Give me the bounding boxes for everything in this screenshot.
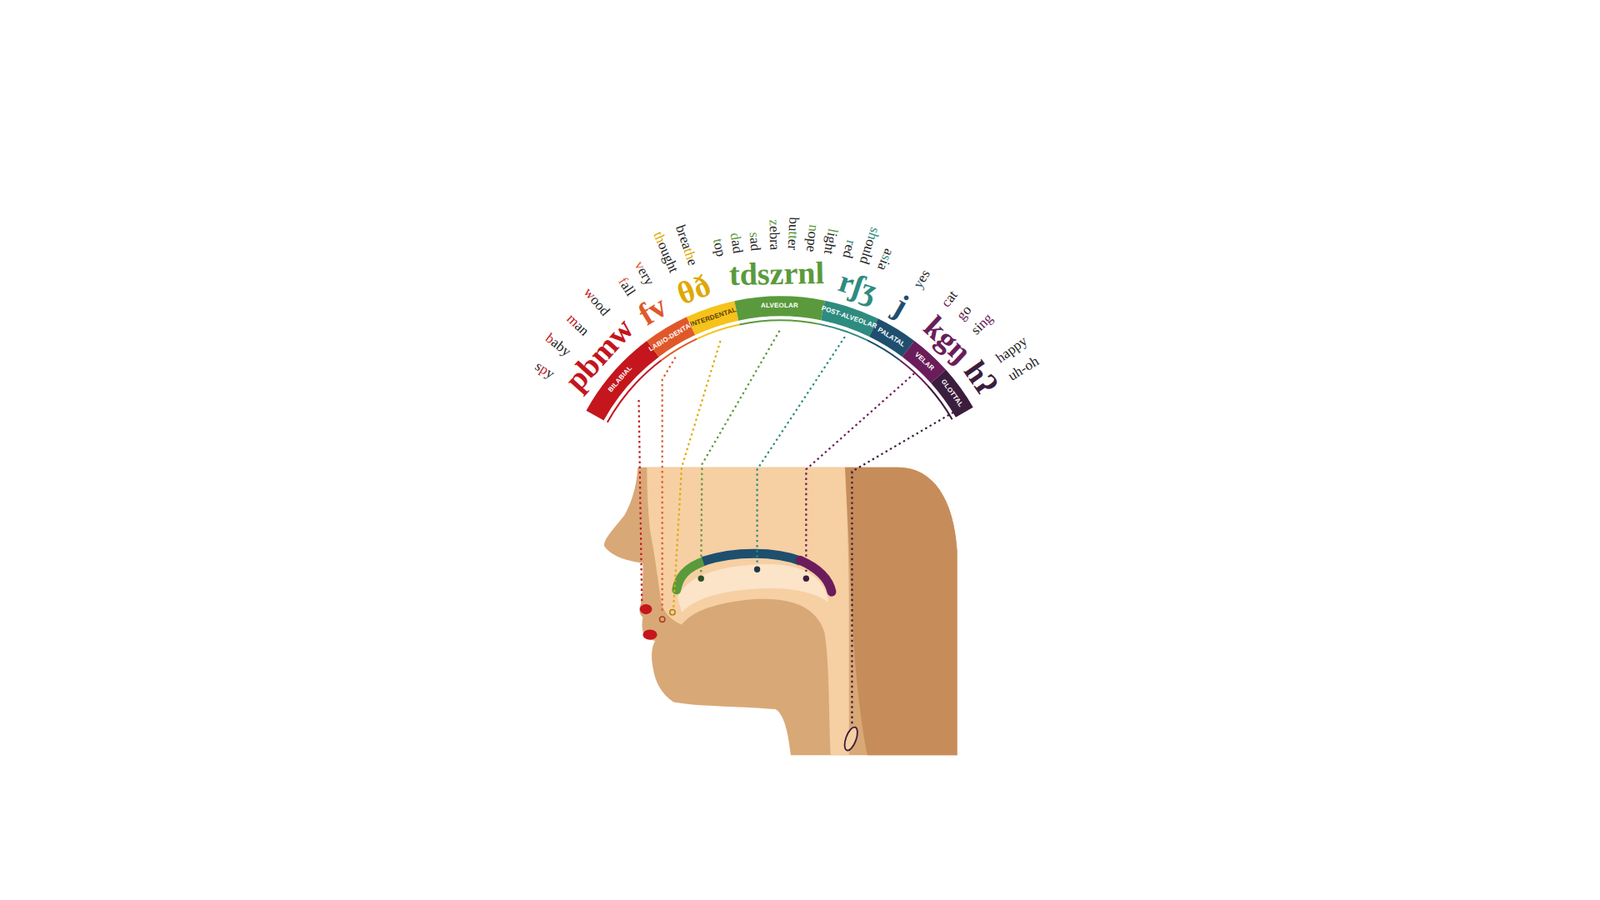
point-dot	[754, 566, 760, 573]
back-of-head	[845, 467, 958, 755]
place-name: ALVEOLAR	[760, 301, 799, 310]
point-dot	[670, 610, 675, 615]
highlighted-letters: th	[680, 245, 700, 262]
highlighted-letters: tt	[785, 230, 801, 240]
example-word: dad	[728, 231, 746, 255]
leader-line	[662, 357, 676, 614]
band-rule	[607, 360, 662, 423]
highlighted-letters: r	[842, 238, 860, 247]
highlighted-letters: h	[992, 349, 1008, 366]
point-dot	[698, 575, 705, 582]
example-word: fall	[615, 275, 639, 299]
example-word: butter	[785, 216, 802, 250]
palate-alveolar	[676, 560, 705, 590]
highlighted-letters: s	[746, 231, 764, 239]
band-rule	[696, 325, 740, 340]
highlighted-letters: th	[650, 228, 670, 245]
vocal-tract	[646, 467, 849, 755]
phoneme-symbols: j	[888, 289, 914, 322]
highlighted-letters: g	[953, 307, 970, 324]
example-word: go	[954, 303, 975, 324]
upper-lip	[640, 604, 653, 615]
highlighted-letters: y	[910, 276, 928, 291]
example-word: yes	[910, 267, 933, 291]
band-rule	[820, 324, 868, 340]
example-word: spy	[532, 358, 557, 381]
leader-line	[805, 373, 915, 575]
highlighted-letters: c	[937, 295, 955, 311]
phoneme-symbols: hʔ	[959, 355, 1004, 400]
example-word: man	[564, 310, 592, 339]
band-rule	[739, 320, 820, 325]
larynx	[841, 725, 860, 753]
highlighted-letters: l	[825, 227, 842, 235]
place-segment: ALVEOLAR	[758, 300, 801, 311]
highlighted-letters: d	[727, 231, 745, 241]
band-segment	[938, 376, 965, 413]
palate-hard	[703, 553, 802, 561]
highlighted-letters: ng	[975, 310, 996, 331]
highlighted-letters: n	[805, 223, 823, 233]
example-word: wood	[580, 285, 612, 319]
example-word: very	[632, 258, 658, 288]
example-word: asia	[875, 246, 897, 273]
highlighted-letters: t	[709, 236, 726, 245]
highlighted-letters: w	[580, 284, 600, 303]
jaw	[675, 627, 731, 678]
example-word: sing	[968, 310, 995, 338]
highlighted-letters: s	[878, 252, 895, 264]
leader-line	[757, 336, 845, 565]
highlighted-letters: -	[1016, 360, 1030, 377]
point-dot	[660, 616, 665, 622]
point-dot	[803, 575, 810, 582]
example-word: light	[821, 227, 840, 256]
highlighted-letters: m	[564, 310, 584, 330]
head-shape	[604, 467, 958, 755]
highlighted-letters: v	[631, 258, 650, 273]
example-word: cat	[938, 288, 960, 310]
phoneme-symbols: rʃʒ	[835, 265, 881, 308]
highlighted-letters: b	[542, 330, 558, 347]
phoneme-symbols: tdszrnl	[728, 256, 825, 290]
palate-velum	[800, 560, 832, 592]
leader-line	[673, 340, 720, 609]
highlighted-letters: f	[615, 274, 631, 287]
phoneme-symbols: fv	[632, 289, 672, 330]
highlighted-letters: z	[765, 219, 782, 226]
highlighted-letters: sh	[865, 225, 885, 242]
example-word: top	[710, 237, 728, 259]
leader-line	[851, 407, 962, 725]
band-segment	[908, 349, 939, 377]
example-word: baby	[543, 330, 575, 360]
example-word: zebra	[766, 219, 782, 250]
example-word: red	[840, 239, 859, 260]
example-word: nope	[804, 223, 822, 253]
highlighted-letters: p	[536, 360, 551, 379]
phoneme-symbols: θð	[673, 268, 715, 310]
lower-lip	[642, 630, 657, 640]
leader-line	[639, 400, 643, 602]
example-word: sad	[747, 231, 764, 252]
